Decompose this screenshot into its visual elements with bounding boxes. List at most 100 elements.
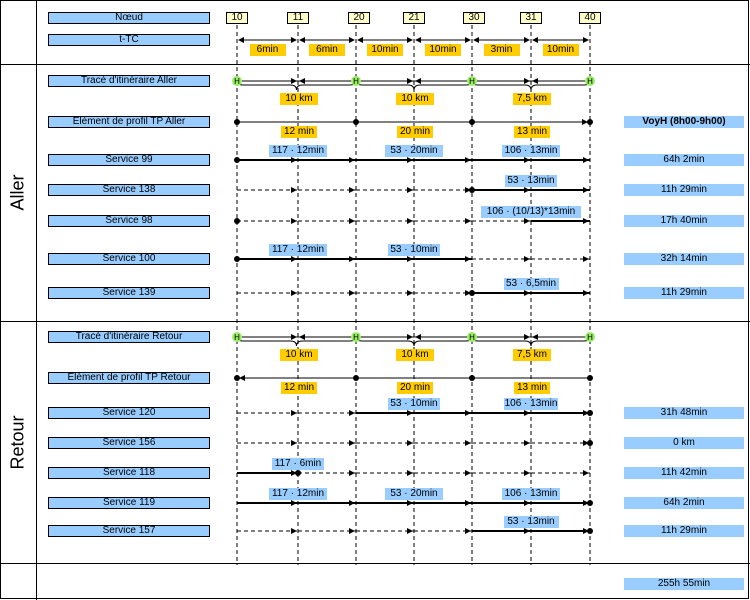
retour-distance-label: 10 km bbox=[396, 349, 434, 361]
arrow-head bbox=[465, 290, 471, 296]
arrow-head bbox=[291, 334, 297, 340]
arrow-head bbox=[524, 290, 530, 296]
arrow-head bbox=[583, 157, 589, 163]
arrow-head bbox=[532, 78, 538, 84]
ttc-time-label: 10min bbox=[367, 44, 403, 56]
halt-marker-letter: H bbox=[469, 77, 475, 86]
arrow-head bbox=[407, 256, 413, 262]
retour-service-result: 64h 2min bbox=[624, 497, 744, 509]
arrow-head bbox=[407, 470, 413, 476]
aller-service-result: 64h 2min bbox=[624, 154, 744, 166]
arrow-head bbox=[407, 500, 413, 506]
arrow-head bbox=[465, 528, 471, 534]
arrow-head bbox=[524, 470, 530, 476]
aller-service-label: Service 99 bbox=[48, 154, 210, 166]
arrow-head bbox=[291, 500, 297, 506]
aller-service-time: 117 · 12min bbox=[269, 244, 327, 256]
halt-marker bbox=[585, 332, 595, 342]
node-dot bbox=[353, 375, 359, 381]
retour-service-result: 11h 42min bbox=[624, 467, 744, 479]
arrow-head bbox=[407, 78, 413, 84]
retour-service-time: 53 · 10min bbox=[388, 398, 440, 410]
arrow-head bbox=[532, 37, 538, 43]
arrow-head bbox=[349, 470, 355, 476]
halt-marker-letter: H bbox=[469, 333, 475, 342]
arrow-head bbox=[291, 256, 297, 262]
distance-brace bbox=[355, 80, 473, 91]
node-dot bbox=[234, 375, 240, 381]
halt-marker bbox=[467, 332, 477, 342]
aller-service-result: 11h 29min bbox=[624, 184, 744, 196]
arrow-head bbox=[524, 157, 530, 163]
retour-service-time: 106 · 13min bbox=[502, 488, 560, 500]
arrow-head bbox=[291, 290, 297, 296]
retour-service-time: 53 · 13min bbox=[503, 516, 559, 528]
arrow-head bbox=[349, 440, 355, 446]
arrow-head bbox=[291, 218, 297, 224]
arrow-head bbox=[349, 157, 355, 163]
arrow-head bbox=[407, 157, 413, 163]
aller-service-label: Service 98 bbox=[48, 215, 210, 227]
arrow-head bbox=[583, 256, 589, 262]
arrow-head bbox=[583, 500, 589, 506]
retour-service-label: Service 119 bbox=[48, 497, 210, 509]
node-box: 10 bbox=[226, 12, 248, 24]
arrow-head bbox=[465, 218, 471, 224]
halt-marker bbox=[351, 76, 361, 86]
node-dot bbox=[587, 440, 593, 446]
retour-profil-time: 20 min bbox=[397, 382, 433, 394]
arrow-head bbox=[524, 528, 530, 534]
aller-trace-label: Tracé d'itinéraire Aller bbox=[48, 75, 210, 87]
halt-marker bbox=[467, 76, 477, 86]
retour-service-label: Service 118 bbox=[48, 467, 210, 479]
node-box: 31 bbox=[520, 12, 542, 24]
retour-service-label: Service 157 bbox=[48, 525, 210, 537]
arrow-head bbox=[407, 440, 413, 446]
arrow-head bbox=[407, 37, 413, 43]
node-dot bbox=[234, 218, 240, 224]
aller-service-time: 106 · (10/13)*13min bbox=[481, 206, 581, 218]
arrow-head bbox=[465, 440, 471, 446]
node-dot bbox=[234, 157, 240, 163]
node-dot bbox=[587, 375, 593, 381]
halt-marker-letter: H bbox=[587, 77, 593, 86]
arrow-head bbox=[349, 500, 355, 506]
node-dot bbox=[587, 119, 593, 125]
arrow-head bbox=[524, 256, 530, 262]
arrow-head bbox=[291, 528, 297, 534]
arrow-head bbox=[291, 410, 297, 416]
halt-marker bbox=[232, 76, 242, 86]
arrow-head bbox=[532, 334, 538, 340]
node-box: 11 bbox=[287, 12, 309, 24]
arrow-head bbox=[357, 37, 363, 43]
arrow-head bbox=[524, 334, 530, 340]
arrow-head bbox=[583, 440, 589, 446]
arrow-head bbox=[583, 470, 589, 476]
node-dot bbox=[469, 119, 475, 125]
arrow-head bbox=[415, 334, 421, 340]
arrow-head bbox=[583, 37, 589, 43]
retour-service-result: 0 km bbox=[624, 437, 744, 449]
arrow-head bbox=[583, 290, 589, 296]
arrow-head bbox=[465, 470, 471, 476]
halt-marker-letter: H bbox=[587, 333, 593, 342]
arrow-head bbox=[238, 37, 244, 43]
arrow-head bbox=[407, 218, 413, 224]
aller-distance-label: 7,5 km bbox=[513, 93, 551, 105]
aller-profil-time: 13 min bbox=[514, 126, 550, 138]
arrow-head bbox=[291, 440, 297, 446]
arrow-head bbox=[407, 290, 413, 296]
arrow-head bbox=[349, 528, 355, 534]
section-divider bbox=[36, 0, 37, 600]
arrow-head bbox=[465, 37, 471, 43]
retour-service-time: 117 · 6min bbox=[272, 458, 324, 470]
aller-service-time: 53 · 20min bbox=[385, 145, 443, 157]
aller-profil-time: 12 min bbox=[281, 126, 317, 138]
voyh-result: VoyH (8h00-9h00) bbox=[624, 116, 744, 128]
arrow-head bbox=[299, 37, 305, 43]
arrow-head bbox=[465, 157, 471, 163]
retour-service-time: 106 · 13min bbox=[504, 398, 558, 410]
ttc-time-label: 6min bbox=[249, 44, 286, 56]
section-divider bbox=[0, 64, 750, 65]
